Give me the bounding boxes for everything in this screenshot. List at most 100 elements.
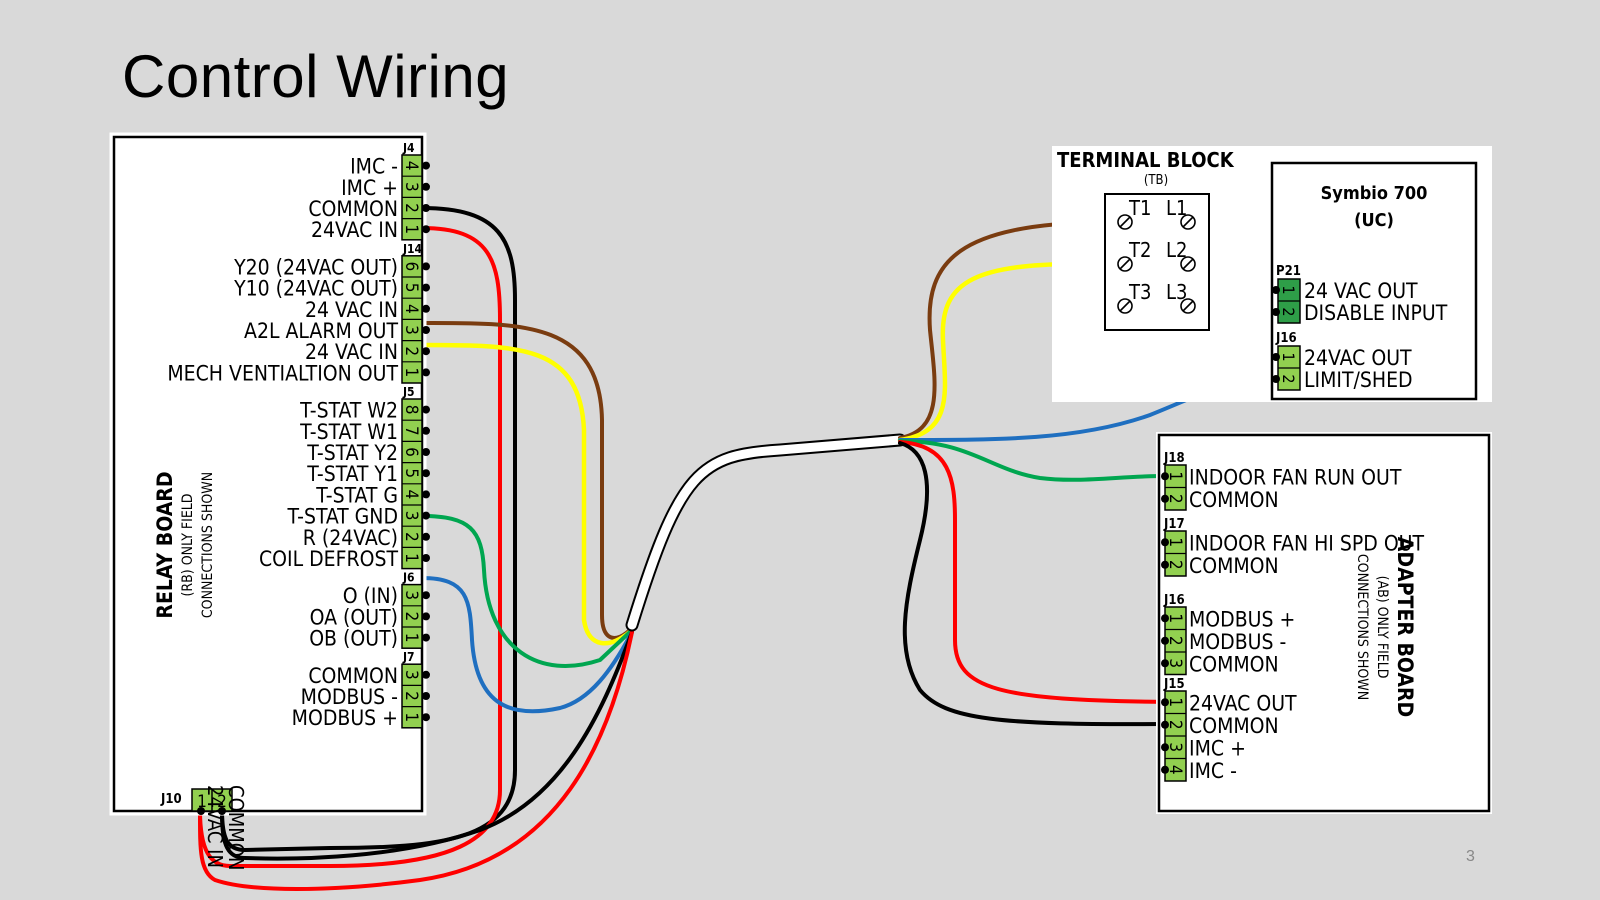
pin-label-modbus: MODBUS -: [1189, 630, 1286, 654]
j10-connector: 1 2 J10 24VAC IN COMMON: [160, 785, 248, 870]
pin-label-t-stat-g: T-STAT G: [315, 483, 398, 507]
pin-number: 3: [401, 590, 421, 600]
pin-label-t-stat-y2: T-STAT Y2: [306, 441, 398, 465]
terminal-label: T1: [1128, 196, 1151, 220]
terminal-t1: T1: [1117, 196, 1151, 230]
j10-pin-1-dot: [197, 807, 205, 815]
pin-dot: [422, 426, 430, 435]
adapter-board-outline: [1157, 433, 1491, 813]
pin-number: 2: [1165, 720, 1185, 730]
pin-number: 1: [1279, 352, 1298, 361]
pin-dot: [1161, 659, 1169, 668]
terminal-t2: T2: [1117, 238, 1151, 272]
pin-dot: [422, 633, 430, 642]
pin-number: 6: [401, 262, 421, 272]
pin-label-limit-shed: LIMIT/SHED: [1304, 368, 1413, 392]
pin-number: 2: [1165, 636, 1185, 646]
pin-dot: [1161, 698, 1169, 707]
pin-number: 3: [1165, 658, 1185, 668]
pin-dot: [1161, 614, 1169, 623]
pin-number: 3: [401, 511, 421, 521]
pin-dot: [1161, 765, 1169, 774]
screw-slot: [1182, 216, 1194, 228]
pin-dot: [422, 262, 430, 271]
pin-number: 2: [401, 203, 421, 213]
pin-dot: [422, 490, 430, 499]
pin-number: 5: [401, 283, 421, 293]
pin-dot: [422, 532, 430, 541]
pin-number: 1: [1279, 285, 1298, 294]
pin-label-imc: IMC +: [341, 176, 398, 200]
wire-black-adapter-common: [898, 441, 1167, 727]
terminal-label: T2: [1128, 238, 1151, 262]
adapter-board-title-block: ADAPTER BOARD (AB) ONLY FIELD CONNECTION…: [1354, 537, 1417, 717]
pin-label-r-24vac: R (24VAC): [303, 526, 398, 550]
pin-dot: [422, 368, 430, 377]
symbio-box: [1270, 161, 1478, 401]
pin-dot: [422, 326, 430, 334]
terminal-label: L3: [1166, 280, 1187, 304]
pin-dot: [422, 204, 430, 212]
pin-label-24-vac-out: 24 VAC OUT: [1304, 279, 1418, 303]
pin-label-imc: IMC +: [1189, 736, 1246, 760]
pin-number: 4: [401, 161, 421, 171]
pin-number: 1: [401, 368, 421, 378]
terminal-label: T3: [1128, 280, 1151, 304]
pin-number: 2: [1279, 307, 1298, 316]
adapter-board-subtitle-1: (AB) ONLY FIELD: [1374, 576, 1390, 679]
pin-number: 1: [401, 553, 421, 563]
pin-number: 2: [401, 612, 421, 622]
pin-number: 4: [401, 304, 421, 314]
pin-label-mech-ventialtion-out: MECH VENTIALTION OUT: [167, 361, 398, 385]
adapter-board-title: ADAPTER BOARD: [1393, 537, 1417, 717]
relay-board-subtitle-2: CONNECTIONS SHOWN: [200, 472, 216, 618]
connector-name: J7: [402, 650, 415, 664]
wire-blue-coil-defrost: [420, 576, 634, 714]
pin-dot: [422, 692, 430, 700]
pin-number: 1: [1165, 613, 1185, 623]
terminal-l1: L1: [1166, 196, 1196, 230]
pin-label-common: COMMON: [1189, 488, 1279, 512]
j10-name: J10: [160, 792, 182, 807]
terminal-block-subtitle: (TB): [1144, 173, 1168, 188]
wire-yellow-a2l-alarm: [419, 342, 635, 646]
pin-dot: [422, 448, 430, 456]
pin-dot: [1272, 286, 1280, 294]
j10-pin-2-dot: [218, 807, 226, 815]
adapter-board-frame: [1156, 432, 1492, 814]
pin-dot: [422, 283, 430, 292]
pin-dot: [1161, 560, 1169, 569]
screw-slot: [1182, 258, 1194, 270]
pin-number: 2: [401, 346, 421, 356]
pin-dot: [422, 405, 430, 414]
pin-dot: [422, 182, 430, 191]
pin-number: 3: [1165, 742, 1185, 752]
pin-dot: [422, 612, 430, 621]
connector-name: J6: [402, 571, 415, 585]
pin-label-modbus: MODBUS +: [292, 706, 398, 730]
pin-dot: [422, 511, 430, 520]
pin-number: 8: [401, 405, 421, 415]
wire-red-j4-24vac: [198, 226, 502, 868]
pin-label-t-stat-w2: T-STAT W2: [299, 399, 398, 423]
pin-label-t-stat-gnd: T-STAT GND: [287, 505, 398, 529]
pin-number: 2: [1279, 374, 1298, 383]
symbio-title-1: Symbio 700: [1321, 183, 1428, 204]
slide-title: Control Wiring: [122, 43, 510, 110]
pin-label-modbus: MODBUS +: [1189, 607, 1295, 631]
connector-name: J16: [1275, 331, 1297, 346]
connector-name: J16: [1163, 593, 1185, 608]
pin-dot: [1161, 720, 1169, 729]
adapter-board: ADAPTER BOARD (AB) ONLY FIELD CONNECTION…: [1156, 432, 1492, 814]
